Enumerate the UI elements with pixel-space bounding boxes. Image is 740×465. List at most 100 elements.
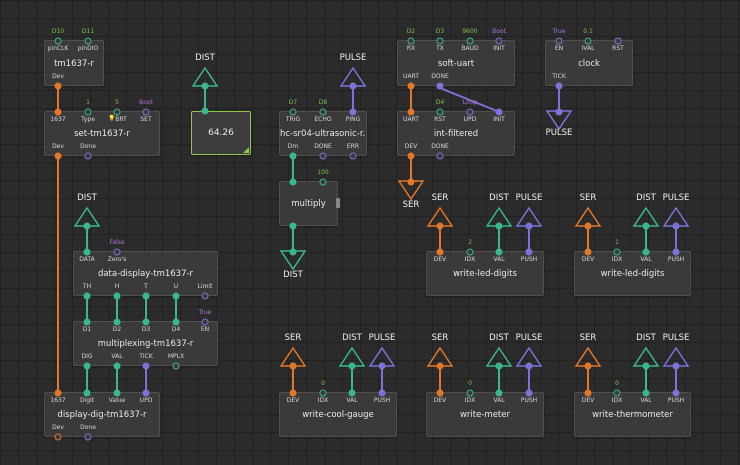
pin-input[interactable] <box>672 248 680 256</box>
node-soft-uart[interactable]: soft-uart <box>397 40 515 86</box>
pin-input[interactable] <box>614 37 622 45</box>
pin-input[interactable] <box>201 107 209 115</box>
pin-input[interactable] <box>584 248 592 256</box>
pin-input[interactable] <box>436 108 444 116</box>
pin-output[interactable] <box>436 82 444 90</box>
pin-input[interactable] <box>584 389 592 397</box>
pin-output[interactable] <box>289 362 297 370</box>
pin-input[interactable] <box>83 248 91 256</box>
pin-input[interactable] <box>142 108 150 116</box>
pin-output[interactable] <box>289 152 297 160</box>
pin-output[interactable] <box>495 222 503 230</box>
pin-input[interactable] <box>466 37 474 45</box>
node-clock[interactable]: clock <box>545 40 633 86</box>
pin-output[interactable] <box>172 362 180 370</box>
node-tm1637[interactable]: tm1637-r <box>44 40 104 86</box>
pin-input[interactable] <box>348 389 356 397</box>
pin-input[interactable] <box>613 248 621 256</box>
pin-input[interactable] <box>113 248 121 256</box>
pin-input[interactable] <box>142 318 150 326</box>
pin-input[interactable] <box>172 318 180 326</box>
pin-output[interactable] <box>83 292 91 300</box>
pin-output[interactable] <box>83 222 91 230</box>
pin-output[interactable] <box>584 222 592 230</box>
pin-input[interactable] <box>436 389 444 397</box>
pin-input[interactable] <box>289 108 297 116</box>
pin-input[interactable] <box>466 389 474 397</box>
node-write-thermometer[interactable]: write-thermometer <box>574 392 691 437</box>
pin-output[interactable] <box>113 362 121 370</box>
pin-input[interactable] <box>113 108 121 116</box>
pin-input[interactable] <box>142 389 150 397</box>
pin-input[interactable] <box>54 37 62 45</box>
pin-input[interactable] <box>378 389 386 397</box>
pin-output[interactable] <box>84 433 92 441</box>
pin-output[interactable] <box>349 82 357 90</box>
pin-input[interactable] <box>54 108 62 116</box>
pin-output[interactable] <box>407 152 415 160</box>
pin-input[interactable] <box>289 248 297 256</box>
node-write-led-digits[interactable]: write-led-digits <box>574 251 691 296</box>
pin-output[interactable] <box>289 222 297 230</box>
pin-input[interactable] <box>407 108 415 116</box>
pin-input[interactable] <box>525 389 533 397</box>
pin-output[interactable] <box>407 82 415 90</box>
pin-output[interactable] <box>142 362 150 370</box>
pin-input[interactable] <box>319 178 327 186</box>
pin-input[interactable] <box>54 389 62 397</box>
pin-input[interactable] <box>466 248 474 256</box>
node-multiply[interactable]: multiply <box>279 181 338 226</box>
node-write-led-digits[interactable]: write-led-digits <box>426 251 544 296</box>
pin-input[interactable] <box>495 37 503 45</box>
pin-output[interactable] <box>201 82 209 90</box>
node-set-tm1637[interactable]: set-tm1637-r <box>44 111 160 156</box>
pin-output[interactable] <box>349 152 357 160</box>
pin-input[interactable] <box>672 389 680 397</box>
pin-output[interactable] <box>348 362 356 370</box>
pin-output[interactable] <box>84 152 92 160</box>
resize-handle[interactable] <box>336 198 340 208</box>
node-display-dig[interactable]: display-dig-tm1637-r <box>44 392 160 437</box>
pin-output[interactable] <box>584 362 592 370</box>
pin-output[interactable] <box>642 222 650 230</box>
pin-input[interactable] <box>525 248 533 256</box>
pin-input[interactable] <box>642 389 650 397</box>
node-write-meter[interactable]: write-meter <box>426 392 544 437</box>
pin-input[interactable] <box>83 318 91 326</box>
pin-output[interactable] <box>642 362 650 370</box>
pin-output[interactable] <box>172 292 180 300</box>
pin-input[interactable] <box>613 389 621 397</box>
watch-node[interactable]: 64.26 <box>191 111 251 155</box>
pin-input[interactable] <box>584 37 592 45</box>
pin-output[interactable] <box>378 362 386 370</box>
pin-output[interactable] <box>436 362 444 370</box>
pin-output[interactable] <box>54 152 62 160</box>
pin-input[interactable] <box>83 389 91 397</box>
pin-input[interactable] <box>436 37 444 45</box>
pin-input[interactable] <box>289 389 297 397</box>
pin-input[interactable] <box>466 108 474 116</box>
pin-input[interactable] <box>407 178 415 186</box>
pin-output[interactable] <box>525 362 533 370</box>
pin-output[interactable] <box>436 222 444 230</box>
pin-output[interactable] <box>113 292 121 300</box>
pin-input[interactable] <box>84 108 92 116</box>
pin-input[interactable] <box>84 37 92 45</box>
pin-input[interactable] <box>642 248 650 256</box>
pin-output[interactable] <box>495 362 503 370</box>
node-hc-sr04[interactable]: hc-sr04-ultrasonic-r... <box>279 111 367 156</box>
pin-output[interactable] <box>54 82 62 90</box>
pin-input[interactable] <box>407 37 415 45</box>
pin-input[interactable] <box>289 178 297 186</box>
pin-input[interactable] <box>349 108 357 116</box>
pin-input[interactable] <box>495 108 503 116</box>
pin-output[interactable] <box>436 152 444 160</box>
pin-input[interactable] <box>555 37 563 45</box>
pin-output[interactable] <box>319 152 327 160</box>
pin-output[interactable] <box>525 222 533 230</box>
pin-input[interactable] <box>555 108 563 116</box>
node-int-filtered[interactable]: int-filtered <box>397 111 515 156</box>
node-write-cool-gauge[interactable]: write-cool-gauge <box>279 392 397 437</box>
pin-input[interactable] <box>113 318 121 326</box>
pin-input[interactable] <box>113 389 121 397</box>
